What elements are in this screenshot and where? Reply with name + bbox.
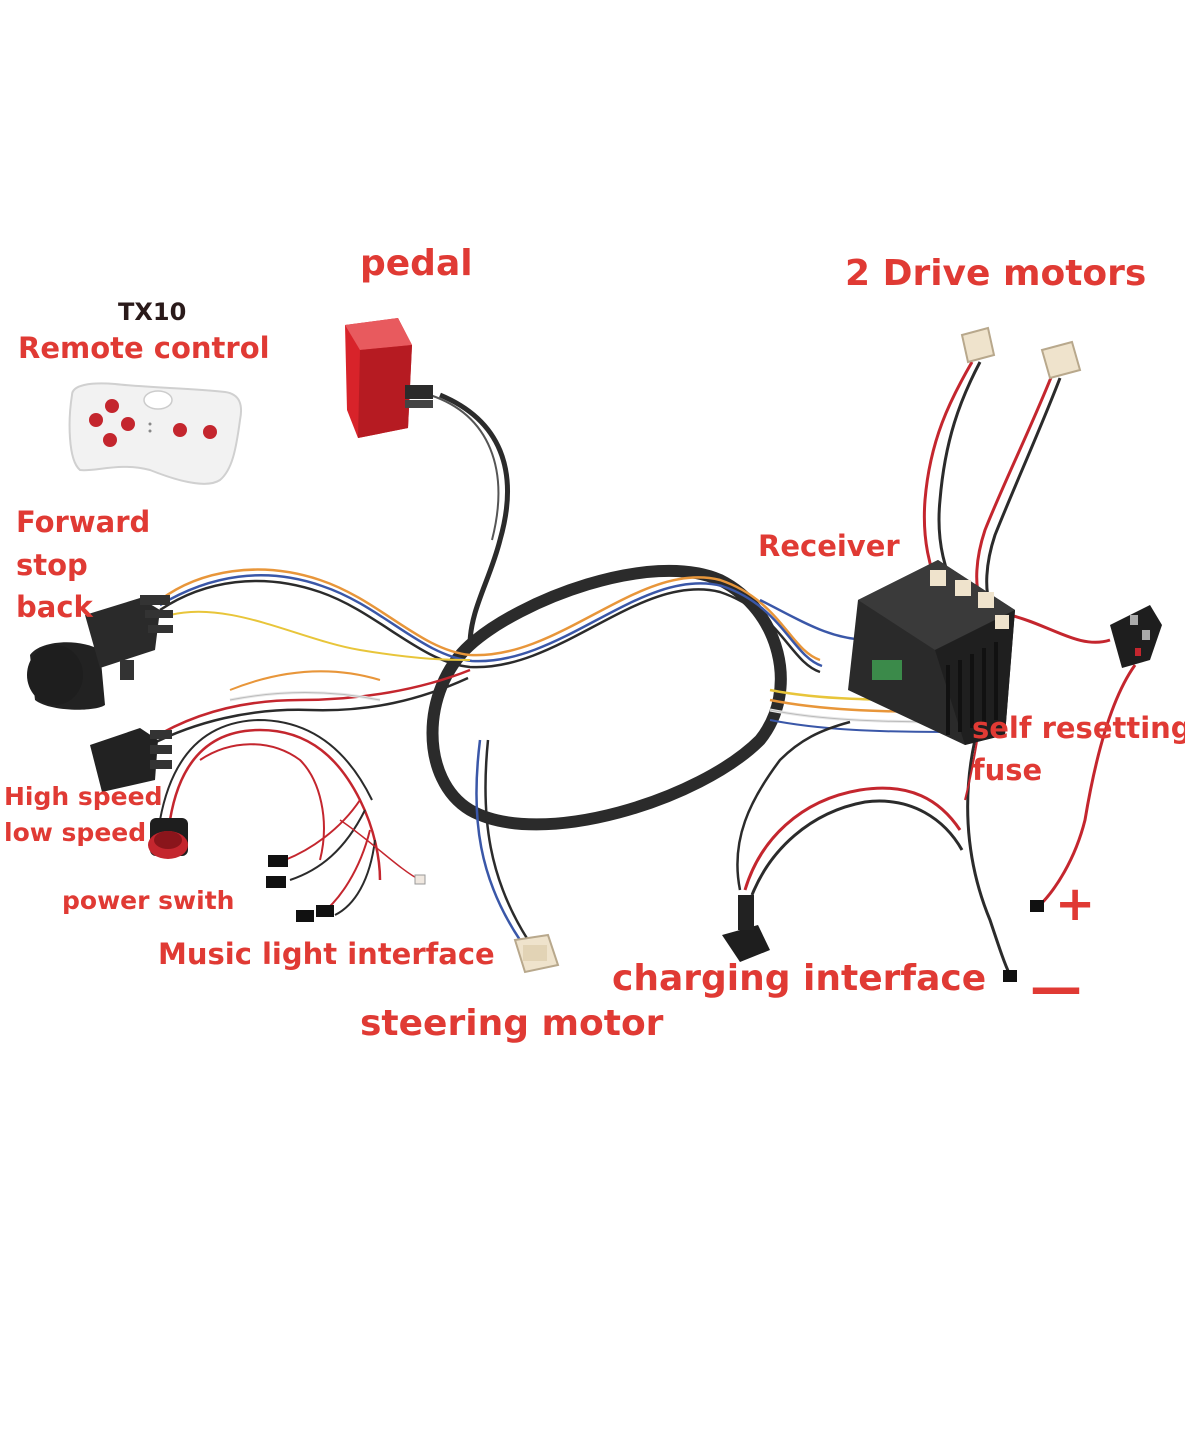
label-steering-motor: steering motor xyxy=(360,1003,664,1044)
power-switch-unit xyxy=(148,818,188,859)
label-drive-motors: 2 Drive motors xyxy=(845,253,1147,294)
label-forward: Forward xyxy=(16,505,151,539)
label-remote-model: TX10 xyxy=(118,298,187,326)
steering-motor-cable xyxy=(475,739,522,941)
battery-plus-terminal xyxy=(1030,900,1044,912)
label-pedal: pedal xyxy=(360,243,473,284)
remote-control-device xyxy=(68,382,243,485)
fuse-unit xyxy=(1110,605,1162,668)
gear-switch-wires xyxy=(159,568,821,662)
label-minus: — xyxy=(1030,958,1082,1018)
label-power-switch: power swith xyxy=(62,886,235,915)
charging-connector xyxy=(722,895,770,962)
label-receiver: Receiver xyxy=(758,529,900,563)
music-light-wires xyxy=(284,799,361,861)
steering-motor-connector xyxy=(513,933,560,974)
label-remote-control: Remote control xyxy=(18,331,270,365)
battery-plus-wire xyxy=(1038,664,1137,907)
label-back: back xyxy=(16,590,93,624)
music-light-connectors xyxy=(266,855,426,922)
main-harness-loop xyxy=(426,565,787,831)
battery-minus-terminal xyxy=(1003,970,1017,982)
label-low-speed: low speed xyxy=(4,818,147,847)
speed-switch-unit xyxy=(90,728,172,792)
power-switch-wires xyxy=(168,728,382,881)
drive-motor-connectors xyxy=(960,326,1082,380)
label-fuse-line1: self resetting xyxy=(972,711,1185,745)
gear-switch-unit xyxy=(27,595,173,710)
charging-wires xyxy=(743,786,962,891)
pedal-unit xyxy=(345,318,433,438)
battery-minus-wire xyxy=(966,719,1012,976)
receiver-box xyxy=(848,560,1015,745)
label-fuse-line2: fuse xyxy=(972,753,1043,787)
label-plus: + xyxy=(1055,876,1096,932)
label-high-speed: High speed xyxy=(4,782,163,811)
drive-motor-2-wires xyxy=(975,374,1054,601)
fuse-wire xyxy=(1009,613,1111,644)
pedal-cable xyxy=(439,392,510,646)
label-music-light: Music light interface xyxy=(158,937,495,971)
label-charging-interface: charging interface xyxy=(612,958,987,999)
label-stop: stop xyxy=(16,548,88,582)
speed-switch-wires xyxy=(149,668,471,742)
